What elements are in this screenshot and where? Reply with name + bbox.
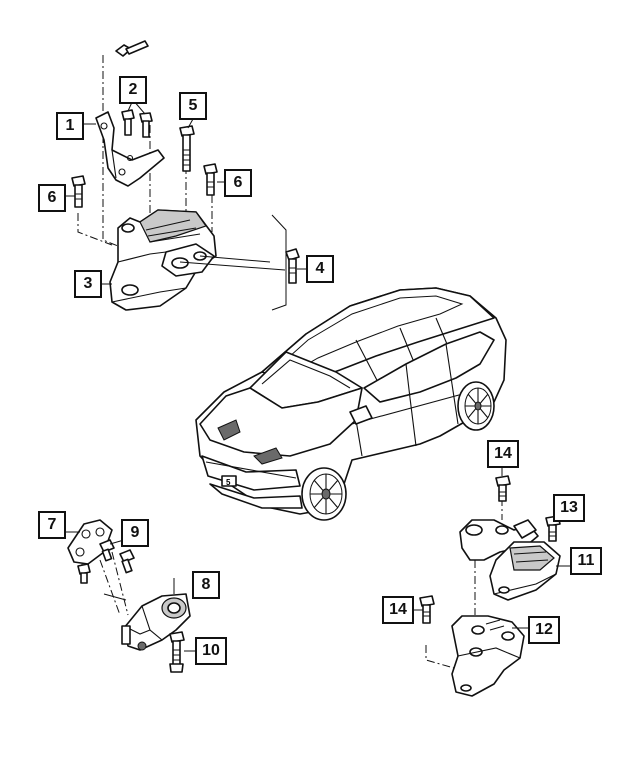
transmission-mount-bracket bbox=[451, 615, 530, 697]
vehicle-badge: 5 bbox=[226, 478, 231, 487]
callout-2[interactable]: 2 bbox=[119, 76, 147, 104]
rear-mount-bolt bbox=[169, 631, 196, 673]
callout-6-right[interactable]: 6 bbox=[224, 169, 252, 197]
callout-12[interactable]: 12 bbox=[528, 616, 560, 644]
upper-mount-assembly bbox=[66, 40, 306, 311]
callout-9[interactable]: 9 bbox=[121, 519, 149, 547]
transmission-mount-bolt-lower bbox=[412, 595, 435, 624]
callout-13[interactable]: 13 bbox=[553, 494, 585, 522]
rear-mount bbox=[103, 578, 191, 651]
callout-8[interactable]: 8 bbox=[192, 571, 220, 599]
callout-3[interactable]: 3 bbox=[74, 270, 102, 298]
front-wheel bbox=[301, 467, 347, 521]
mount-bolt-right bbox=[203, 163, 224, 196]
callout-1[interactable]: 1 bbox=[56, 112, 84, 140]
callout-10[interactable]: 10 bbox=[195, 637, 227, 665]
lower-left-mount-assembly bbox=[66, 519, 196, 673]
lower-right-mount-assembly bbox=[412, 466, 572, 697]
callout-11[interactable]: 11 bbox=[570, 547, 602, 575]
callout-6-left[interactable]: 6 bbox=[38, 184, 66, 212]
callout-14-lower[interactable]: 14 bbox=[382, 596, 414, 624]
vehicle-illustration: 5 bbox=[195, 287, 507, 521]
long-mount-bolt bbox=[179, 118, 195, 172]
upper-bracket bbox=[84, 111, 165, 187]
mount-bolt-left bbox=[66, 175, 86, 208]
bracket-bolt-pair bbox=[121, 99, 153, 138]
callout-7[interactable]: 7 bbox=[38, 511, 66, 539]
upper-bracket-bolt bbox=[115, 40, 149, 57]
callout-5[interactable]: 5 bbox=[179, 92, 207, 120]
callout-14-upper[interactable]: 14 bbox=[487, 440, 519, 468]
transmission-mount-bolt-upper bbox=[495, 466, 511, 502]
rear-wheel bbox=[457, 381, 495, 431]
mount-through-bolt bbox=[179, 214, 306, 311]
engine-mount bbox=[102, 209, 217, 311]
callout-4[interactable]: 4 bbox=[306, 255, 334, 283]
transmission-mount bbox=[459, 519, 572, 601]
strut-bolts bbox=[77, 539, 135, 584]
